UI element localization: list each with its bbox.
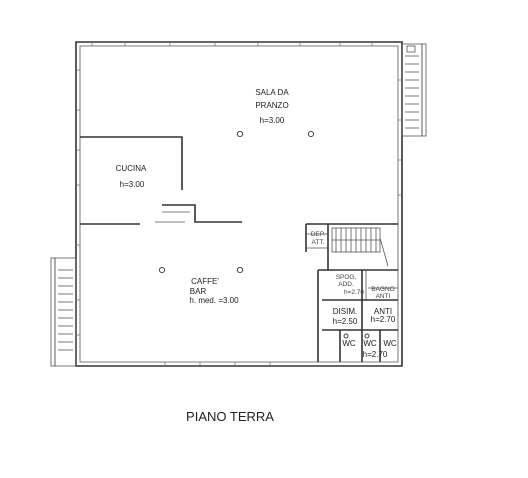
room-wc-1: WC (342, 339, 356, 348)
pillar (343, 333, 349, 339)
pillar (364, 333, 370, 339)
room-deposito-1: DEP. (311, 231, 326, 238)
room-spogliatoio-2: ADD. (338, 281, 354, 288)
pillars (158, 130, 370, 339)
pillar (236, 266, 244, 274)
room-cucina-height: h=3.00 (120, 180, 145, 189)
external-stair-left (50, 257, 77, 367)
room-bagno-1: BAGNO (371, 286, 394, 293)
room-anti-name: ANTI (374, 307, 392, 316)
room-caffe-height: h. med. =3.00 (189, 296, 239, 305)
room-spogliatoio-1: SPOG. (336, 274, 357, 281)
pillar (236, 130, 244, 138)
room-anti-height: h=2.70 (371, 315, 396, 324)
room-cucina-name: CUCINA (116, 164, 147, 173)
room-disimpegno-height: h=2.50 (333, 317, 358, 326)
room-bagno-2: ANTI (376, 293, 391, 300)
room-caffe-name-1: CAFFE' (191, 277, 219, 286)
external-stair-right (401, 43, 427, 137)
room-sala-name-1: SALA DA (255, 88, 289, 97)
internal-staircase (331, 227, 389, 267)
room-sala-height: h=3.00 (260, 116, 285, 125)
room-wc-3: WC (383, 339, 397, 348)
room-caffe-name-2: BAR (190, 287, 207, 296)
room-wc-2: WC (363, 339, 377, 348)
pillar (158, 266, 166, 274)
room-disimpegno-name: DISIM. (333, 307, 357, 316)
room-deposito-2: ATT. (312, 239, 325, 246)
plan-title: PIANO TERRA (186, 409, 274, 424)
pillar (307, 130, 315, 138)
room-sala-name-2: PRANZO (255, 101, 288, 110)
interior-walls (80, 136, 398, 362)
room-spogliatoio-height: h=2.70 (344, 289, 364, 296)
room-wc-2-height: h=2.70 (363, 350, 388, 359)
